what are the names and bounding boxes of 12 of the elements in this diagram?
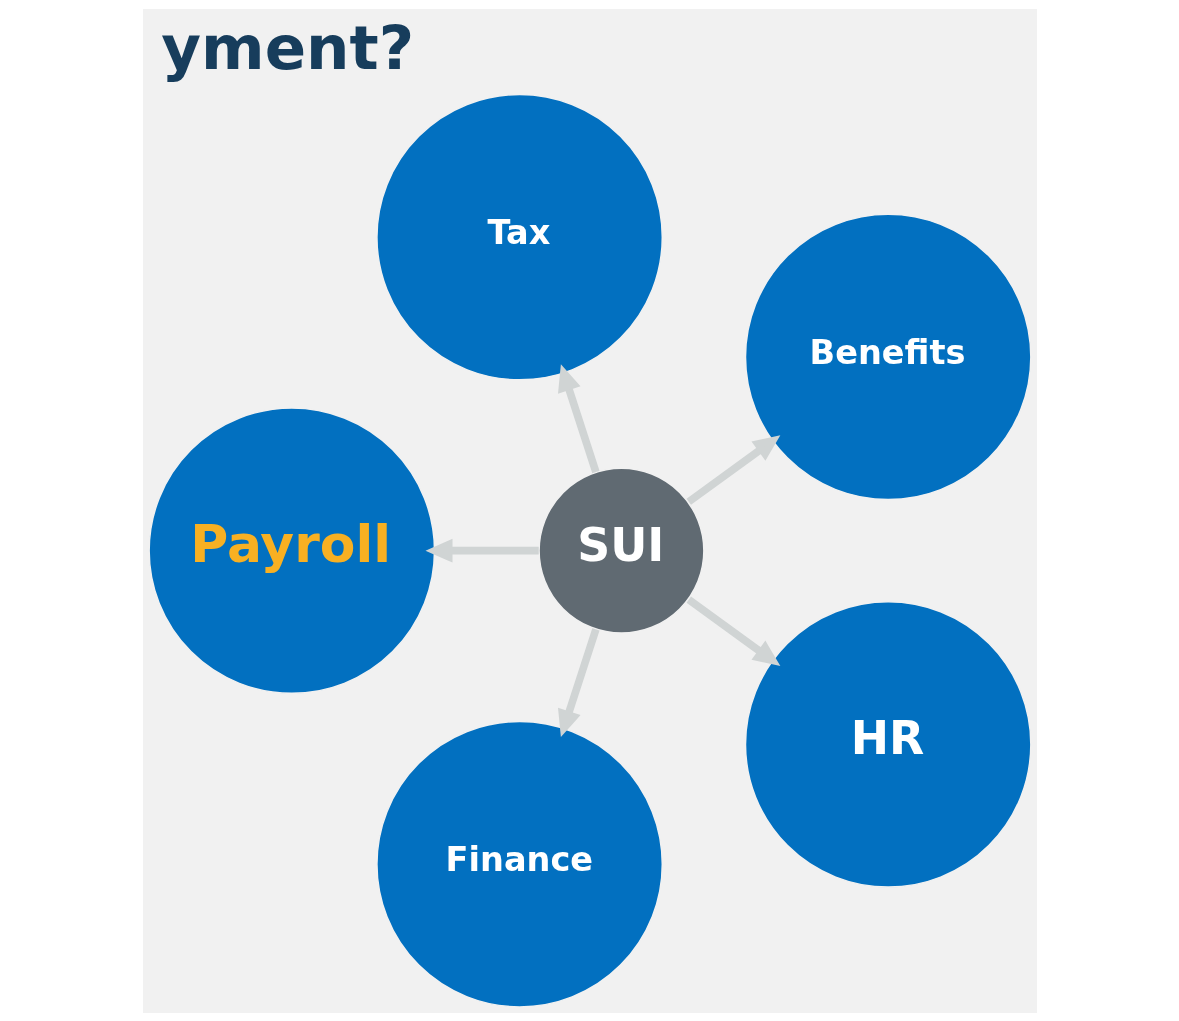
node-circle: HR [744, 600, 1032, 888]
node-circle: Benefits [744, 212, 1032, 500]
arrow [424, 538, 539, 563]
arrow [686, 434, 780, 505]
arrow [557, 627, 600, 737]
arrow [557, 363, 600, 473]
node-circle: Finance [375, 720, 663, 1008]
node-circle: Payroll [147, 406, 435, 694]
node-circle: SUI [537, 467, 705, 634]
node-circle: Tax [375, 93, 663, 381]
arrow [686, 596, 780, 666]
diagram-title: yment? [160, 11, 414, 83]
